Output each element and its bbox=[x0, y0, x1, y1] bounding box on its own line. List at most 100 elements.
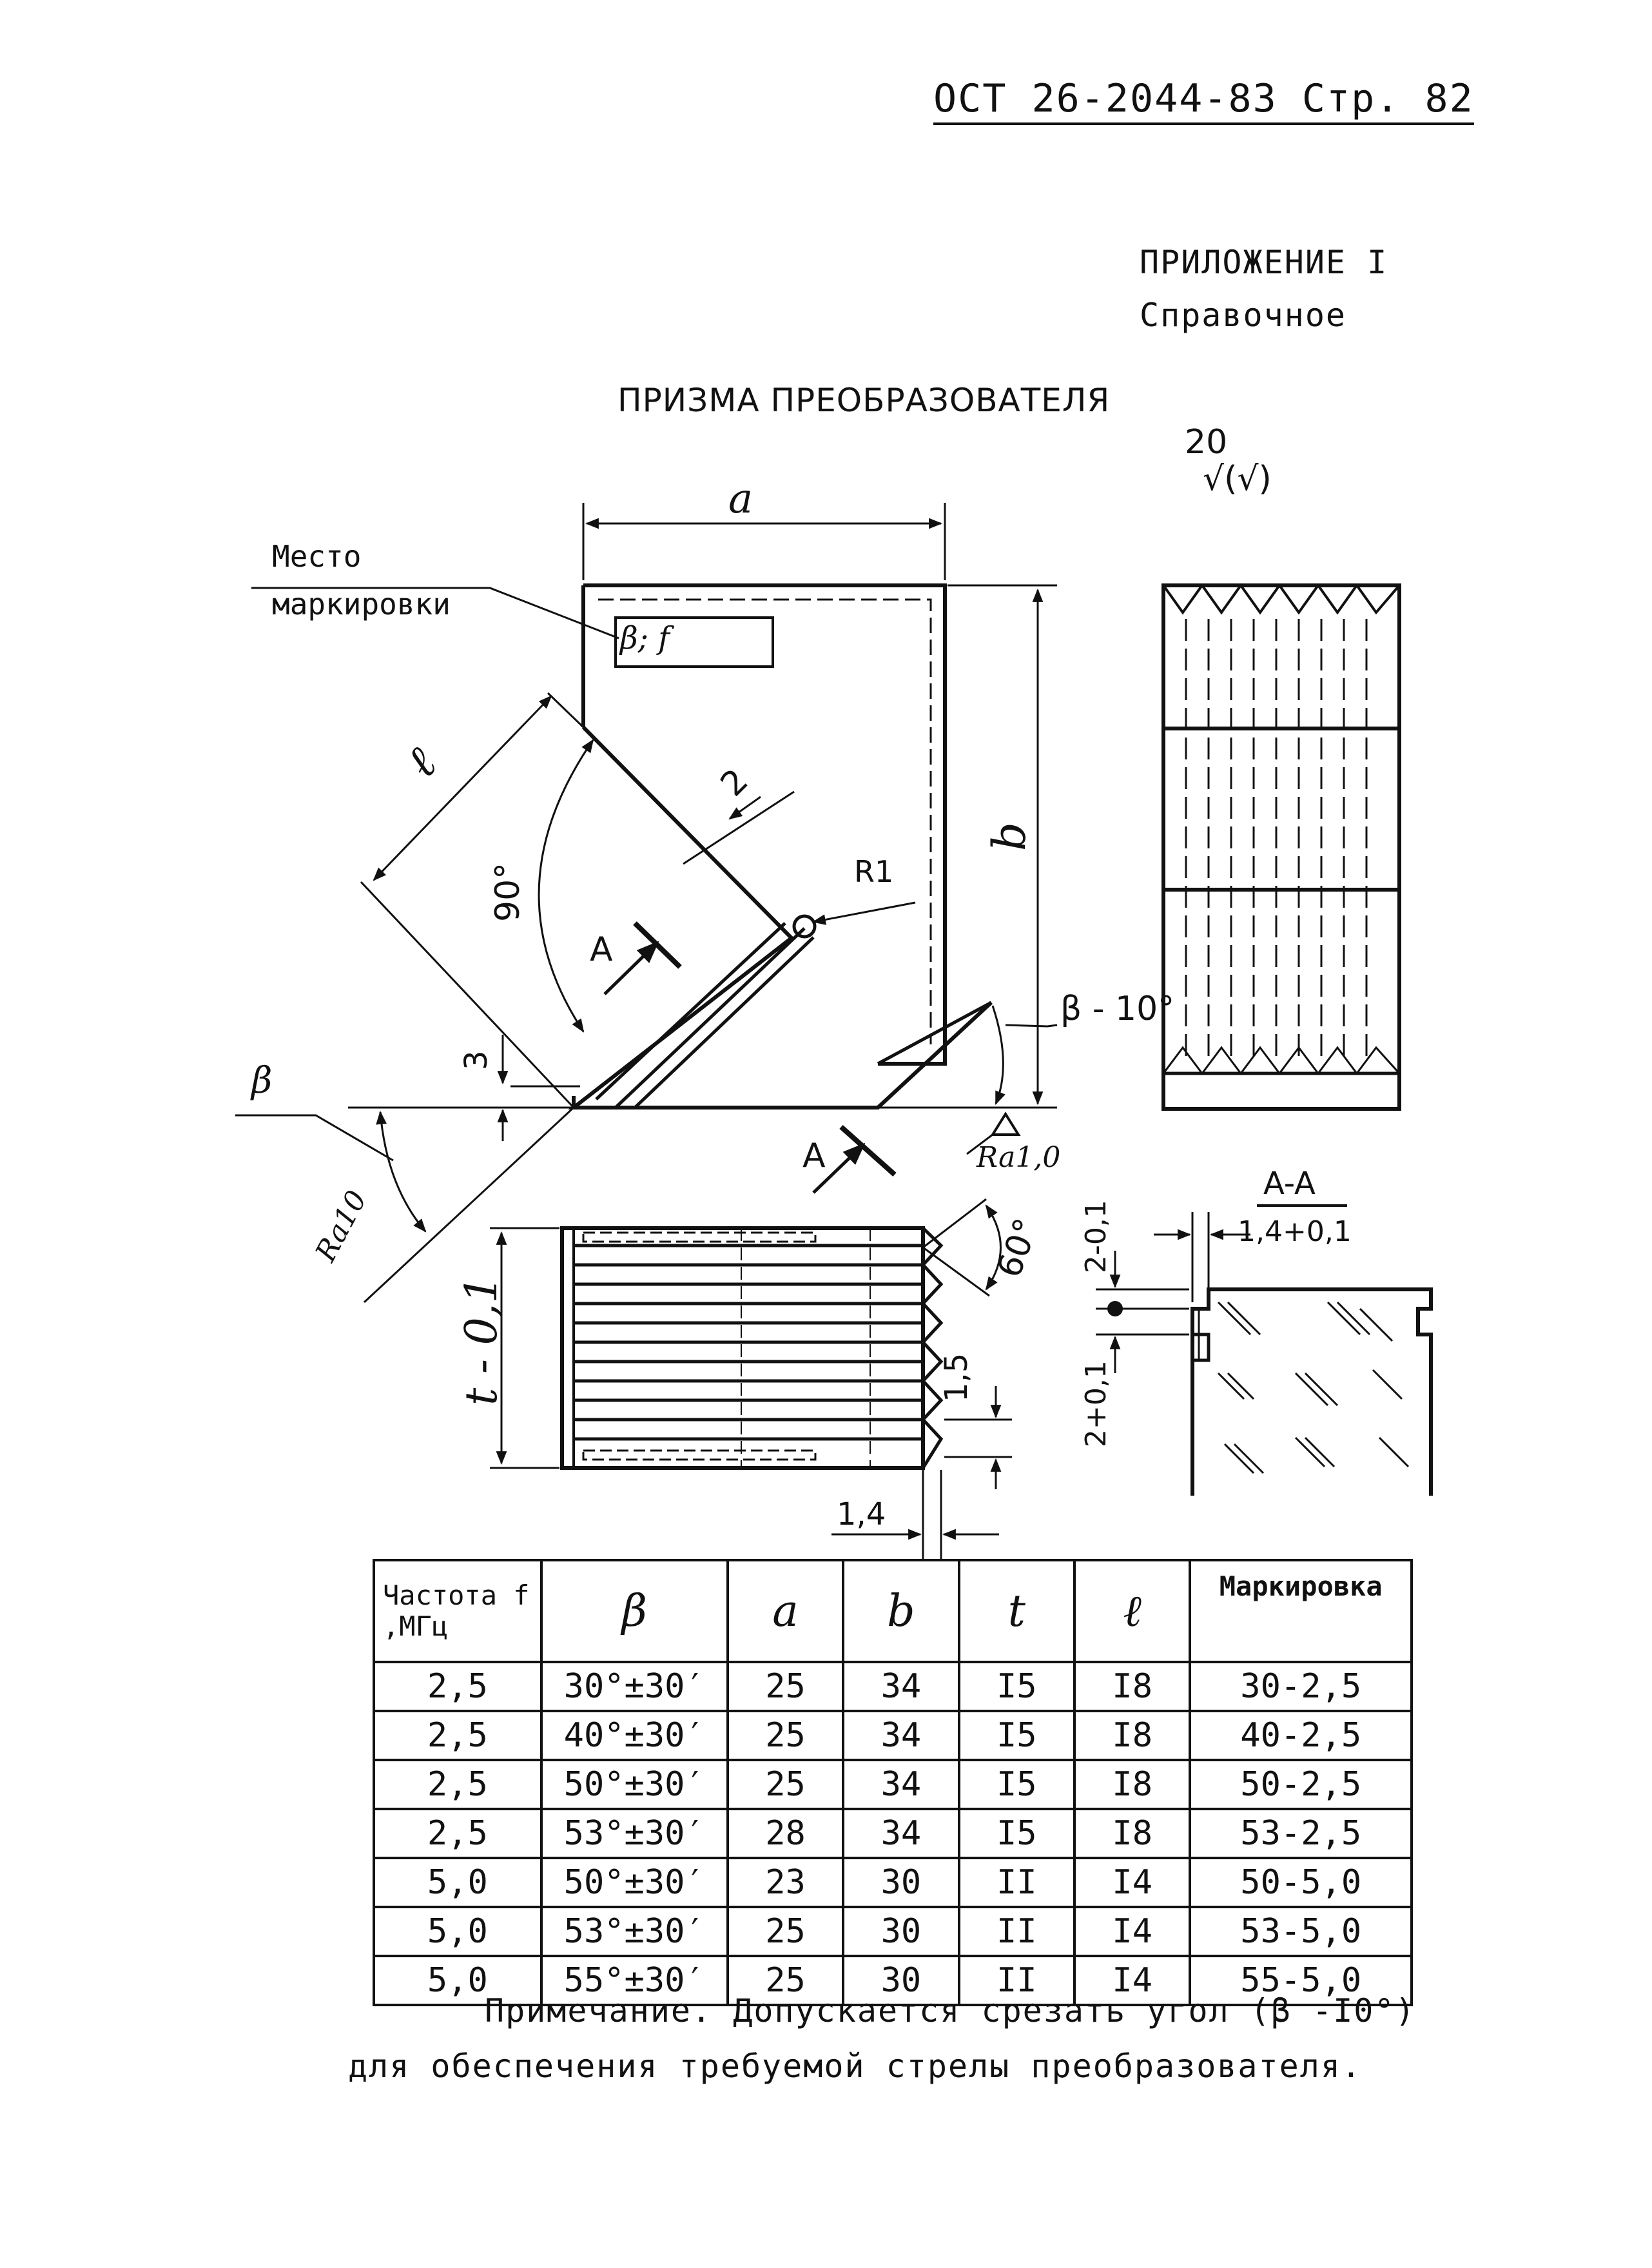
table-cell: 53°±30′ bbox=[539, 1906, 729, 1957]
table-cell: I5 bbox=[957, 1661, 1076, 1712]
drawing-title: ПРИЗМА ПРЕОБРАЗОВАТЕЛЯ bbox=[617, 382, 1111, 419]
table-cell: I8 bbox=[1073, 1759, 1192, 1810]
table-cell: I5 bbox=[957, 1759, 1076, 1810]
marking-text: β; f bbox=[620, 620, 670, 656]
note-line-2: для обеспечения требуемой стрелы преобра… bbox=[348, 2048, 1363, 2085]
document-code: ОСТ 26-2044-83 Стр. 82 bbox=[933, 76, 1474, 125]
table-cell: 30 bbox=[842, 1857, 960, 1908]
section-width-label: 1,4+0,1 bbox=[1238, 1215, 1352, 1248]
roughness-check: √(√) bbox=[1203, 460, 1272, 498]
table-cell: 34 bbox=[842, 1808, 960, 1859]
section-a-bottom-label: A bbox=[802, 1137, 826, 1175]
table-cell: 5,0 bbox=[373, 1857, 543, 1908]
table-cell: 5,0 bbox=[373, 1906, 543, 1957]
table-cell: 25 bbox=[726, 1661, 845, 1712]
table-cell: 40°±30′ bbox=[539, 1710, 729, 1761]
front-view bbox=[560, 1226, 944, 1470]
table-cell: I4 bbox=[1073, 1955, 1192, 2006]
table-cell: II bbox=[957, 1906, 1076, 1957]
dim-one-four-label: 1,4 bbox=[837, 1496, 886, 1532]
dim-one-five-label: 1,5 bbox=[938, 1353, 975, 1402]
table-cell: 53-5,0 bbox=[1189, 1906, 1413, 1957]
dim-ninety-label: 90° bbox=[489, 863, 527, 922]
table-cell: 53-2,5 bbox=[1189, 1808, 1413, 1859]
table-cell: 50°±30′ bbox=[539, 1759, 729, 1810]
section-top-label: 2-0,1 bbox=[1080, 1200, 1113, 1273]
table-cell: 2,5 bbox=[373, 1661, 543, 1712]
appendix-subtitle: Справочное bbox=[1140, 297, 1347, 334]
table-cell: 34 bbox=[842, 1710, 960, 1761]
dim-beta-label: β bbox=[250, 1060, 272, 1102]
prism-outline bbox=[568, 583, 993, 1110]
header-l: ℓ bbox=[1073, 1559, 1192, 1663]
side-view bbox=[1161, 583, 1401, 1111]
dim-ra10-label: Ra10 bbox=[309, 1185, 373, 1267]
table-cell: I4 bbox=[1073, 1906, 1192, 1957]
header-marking: Маркировка bbox=[1189, 1559, 1413, 1663]
dim-l-label: ℓ bbox=[396, 737, 447, 788]
appendix-title: ПРИЛОЖЕНИЕ I bbox=[1140, 244, 1388, 281]
table-cell: I8 bbox=[1073, 1710, 1192, 1761]
header-t: t bbox=[957, 1559, 1076, 1663]
section-a-left-label: A bbox=[590, 930, 613, 969]
table-cell: 25 bbox=[726, 1759, 845, 1810]
table-cell: 25 bbox=[726, 1906, 845, 1957]
header-a: a bbox=[726, 1559, 845, 1663]
section-title-label: A-A bbox=[1263, 1166, 1316, 1202]
table-cell: 23 bbox=[726, 1857, 845, 1908]
dim-a-label: a bbox=[728, 475, 753, 523]
dim-two-label: 2 bbox=[714, 761, 756, 804]
table-cell: 53°±30′ bbox=[539, 1808, 729, 1859]
dim-sixty-label: 60° bbox=[990, 1213, 1047, 1282]
dim-t-label: t - 0,1 bbox=[456, 1275, 507, 1405]
dim-beta-minus-label: β - 10° bbox=[1060, 990, 1174, 1028]
table-header-row: Частота f ,МГц β a b t ℓ Маркировка bbox=[373, 1559, 1413, 1663]
table-cell: 34 bbox=[842, 1759, 960, 1810]
note-line-1: Примечание. Допускается срезать угол (β … bbox=[485, 1992, 1416, 2029]
roughness-value: 20 bbox=[1185, 423, 1228, 462]
table-cell: I5 bbox=[957, 1710, 1076, 1761]
dim-three-label: 3 bbox=[458, 1050, 494, 1070]
table-cell: 25 bbox=[726, 1710, 845, 1761]
table-cell: I8 bbox=[1073, 1661, 1192, 1712]
table-cell: 30°±30′ bbox=[539, 1661, 729, 1712]
table-cell: 55°±30′ bbox=[539, 1955, 729, 2006]
table-cell: 34 bbox=[842, 1661, 960, 1712]
table-cell: II bbox=[957, 1955, 1076, 2006]
marking-place-label-2: маркировки bbox=[272, 587, 451, 621]
table-cell: 40-2,5 bbox=[1189, 1710, 1413, 1761]
table-cell: 2,5 bbox=[373, 1759, 543, 1810]
header-b: b bbox=[842, 1559, 960, 1663]
header-frequency: Частота f ,МГц bbox=[373, 1559, 543, 1663]
table-cell: I5 bbox=[957, 1808, 1076, 1859]
table-cell: 2,5 bbox=[373, 1710, 543, 1761]
table-cell: 50-5,0 bbox=[1189, 1857, 1413, 1908]
dim-ra1-label: Ra1,0 bbox=[976, 1141, 1060, 1174]
table-cell: 50-2,5 bbox=[1189, 1759, 1413, 1810]
table-cell: 28 bbox=[726, 1808, 845, 1859]
section-a-a bbox=[1190, 1204, 1433, 1496]
table-cell: 30-2,5 bbox=[1189, 1661, 1413, 1712]
table-cell: 2,5 bbox=[373, 1808, 543, 1859]
dim-b-label: b bbox=[983, 822, 1036, 851]
header-beta: β bbox=[539, 1559, 729, 1663]
table-cell: 30 bbox=[842, 1955, 960, 2006]
table-cell: I8 bbox=[1073, 1808, 1192, 1859]
table-cell: I4 bbox=[1073, 1857, 1192, 1908]
table-cell: 55-5,0 bbox=[1189, 1955, 1413, 2006]
table-cell: 50°±30′ bbox=[539, 1857, 729, 1908]
table-cell: II bbox=[957, 1857, 1076, 1908]
table-cell: 30 bbox=[842, 1906, 960, 1957]
table-cell: 25 bbox=[726, 1955, 845, 2006]
marking-place-label: Место bbox=[272, 539, 362, 574]
section-bottom-label: 2+0,1 bbox=[1080, 1360, 1113, 1447]
